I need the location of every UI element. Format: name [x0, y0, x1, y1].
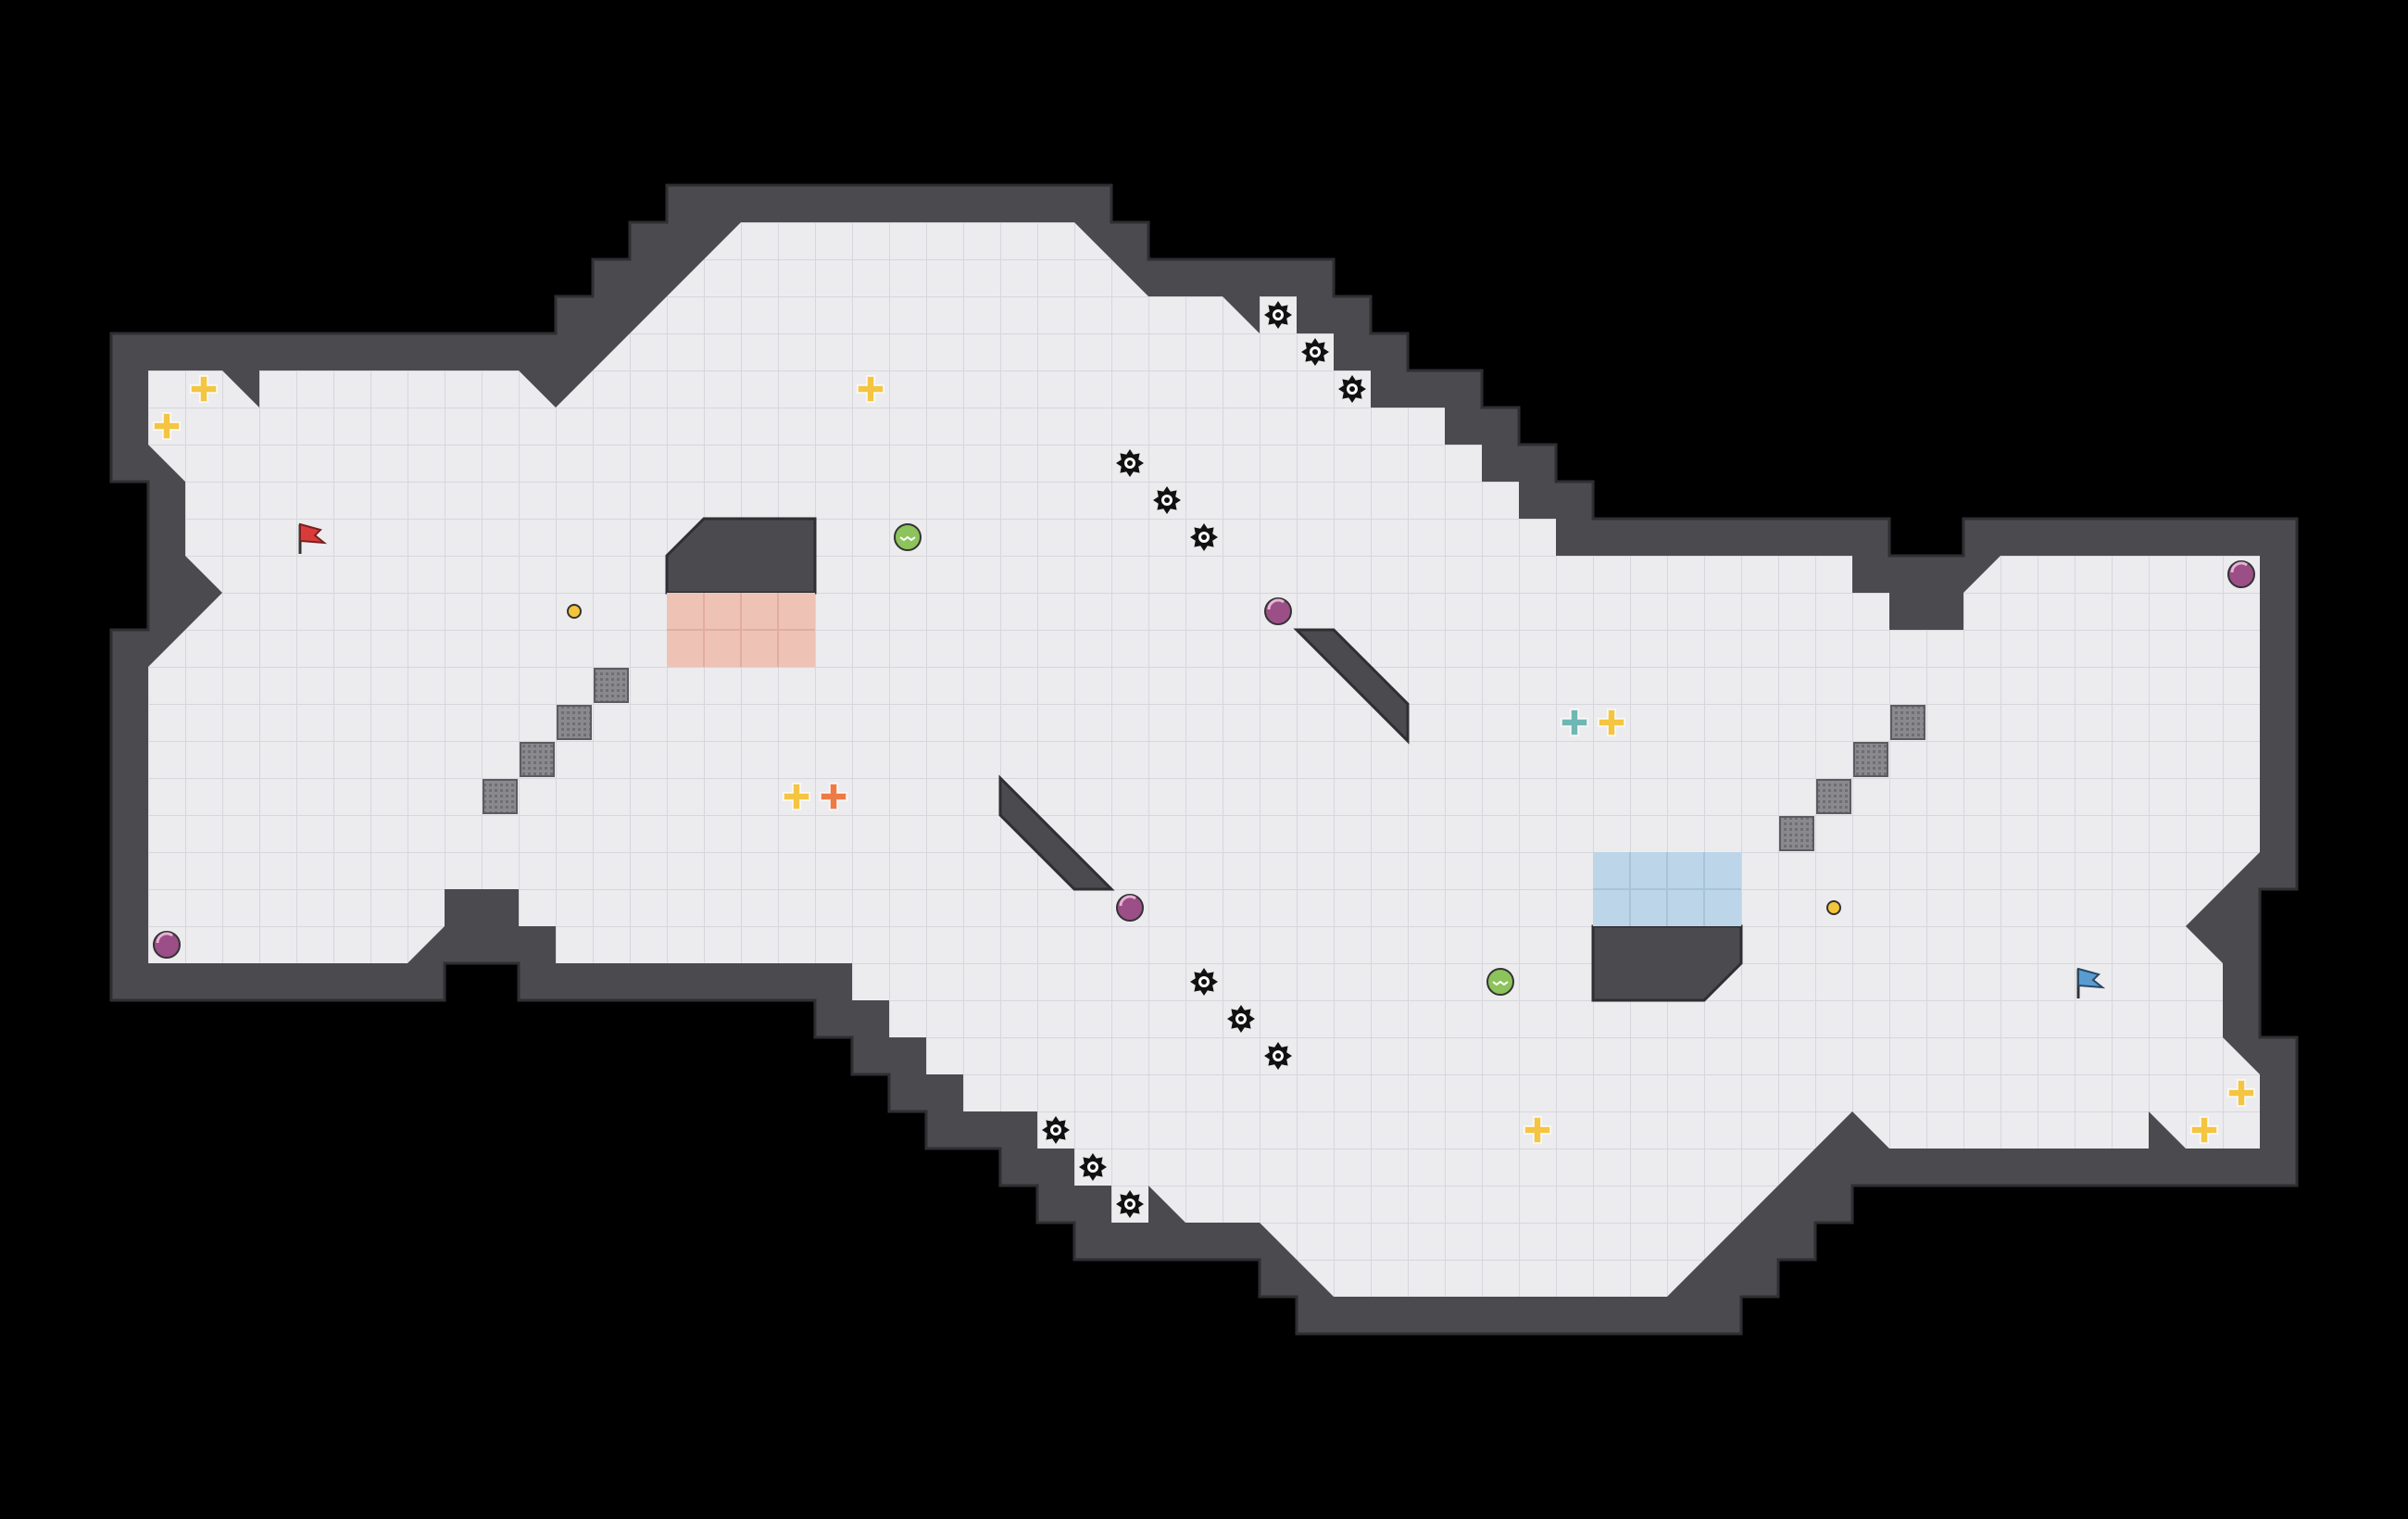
- purple-orb-icon[interactable]: [153, 931, 181, 959]
- crate[interactable]: [1890, 705, 1925, 740]
- floor-area: [148, 222, 2260, 1297]
- crate[interactable]: [483, 779, 518, 814]
- ramp-upper: [1293, 628, 1410, 745]
- bonus-cross-icon[interactable]: [1524, 1116, 1551, 1144]
- green-orb-icon[interactable]: [894, 523, 922, 551]
- crate[interactable]: [1816, 779, 1851, 814]
- spike-mine-icon: [1079, 1153, 1107, 1181]
- spike-mine-icon: [1264, 301, 1292, 329]
- spike-mine-icon: [1338, 375, 1366, 403]
- bonus-cross-icon[interactable]: [1561, 709, 1588, 736]
- spike-mine-icon: [1227, 1005, 1255, 1033]
- bonus-cross-icon[interactable]: [783, 783, 810, 810]
- spike-mine-icon: [1042, 1116, 1070, 1144]
- spike-mine-icon: [1153, 486, 1181, 514]
- coin-icon[interactable]: [567, 604, 582, 619]
- spike-mine-icon: [1264, 1042, 1292, 1070]
- crate[interactable]: [594, 668, 629, 703]
- ramp-lower: [998, 774, 1115, 891]
- bonus-cross-icon[interactable]: [190, 375, 218, 403]
- spike-mine-icon: [1301, 338, 1329, 366]
- bonus-cross-icon[interactable]: [153, 412, 181, 440]
- blue-flag-icon[interactable]: [2076, 967, 2106, 998]
- purple-orb-icon[interactable]: [1264, 597, 1292, 625]
- red-flag-icon[interactable]: [298, 522, 328, 554]
- bonus-cross-icon[interactable]: [857, 375, 884, 403]
- coin-icon[interactable]: [1826, 900, 1841, 915]
- green-orb-icon[interactable]: [1486, 968, 1514, 996]
- purple-orb-icon[interactable]: [2227, 560, 2255, 588]
- spike-mine-icon: [1116, 1190, 1144, 1218]
- bonus-cross-icon[interactable]: [820, 783, 847, 810]
- spike-mine-icon: [1190, 523, 1218, 551]
- crate[interactable]: [520, 742, 555, 777]
- red-team-zone: [667, 593, 815, 667]
- crate[interactable]: [1853, 742, 1888, 777]
- spike-mine-icon: [1116, 449, 1144, 477]
- crate[interactable]: [1779, 816, 1814, 851]
- blue-team-zone: [1593, 852, 1741, 926]
- crate[interactable]: [557, 705, 592, 740]
- bonus-cross-icon[interactable]: [2190, 1116, 2218, 1144]
- bonus-cross-icon[interactable]: [1598, 709, 1625, 736]
- spike-mine-icon: [1190, 968, 1218, 996]
- purple-orb-icon[interactable]: [1116, 894, 1144, 922]
- bonus-cross-icon[interactable]: [2227, 1079, 2255, 1107]
